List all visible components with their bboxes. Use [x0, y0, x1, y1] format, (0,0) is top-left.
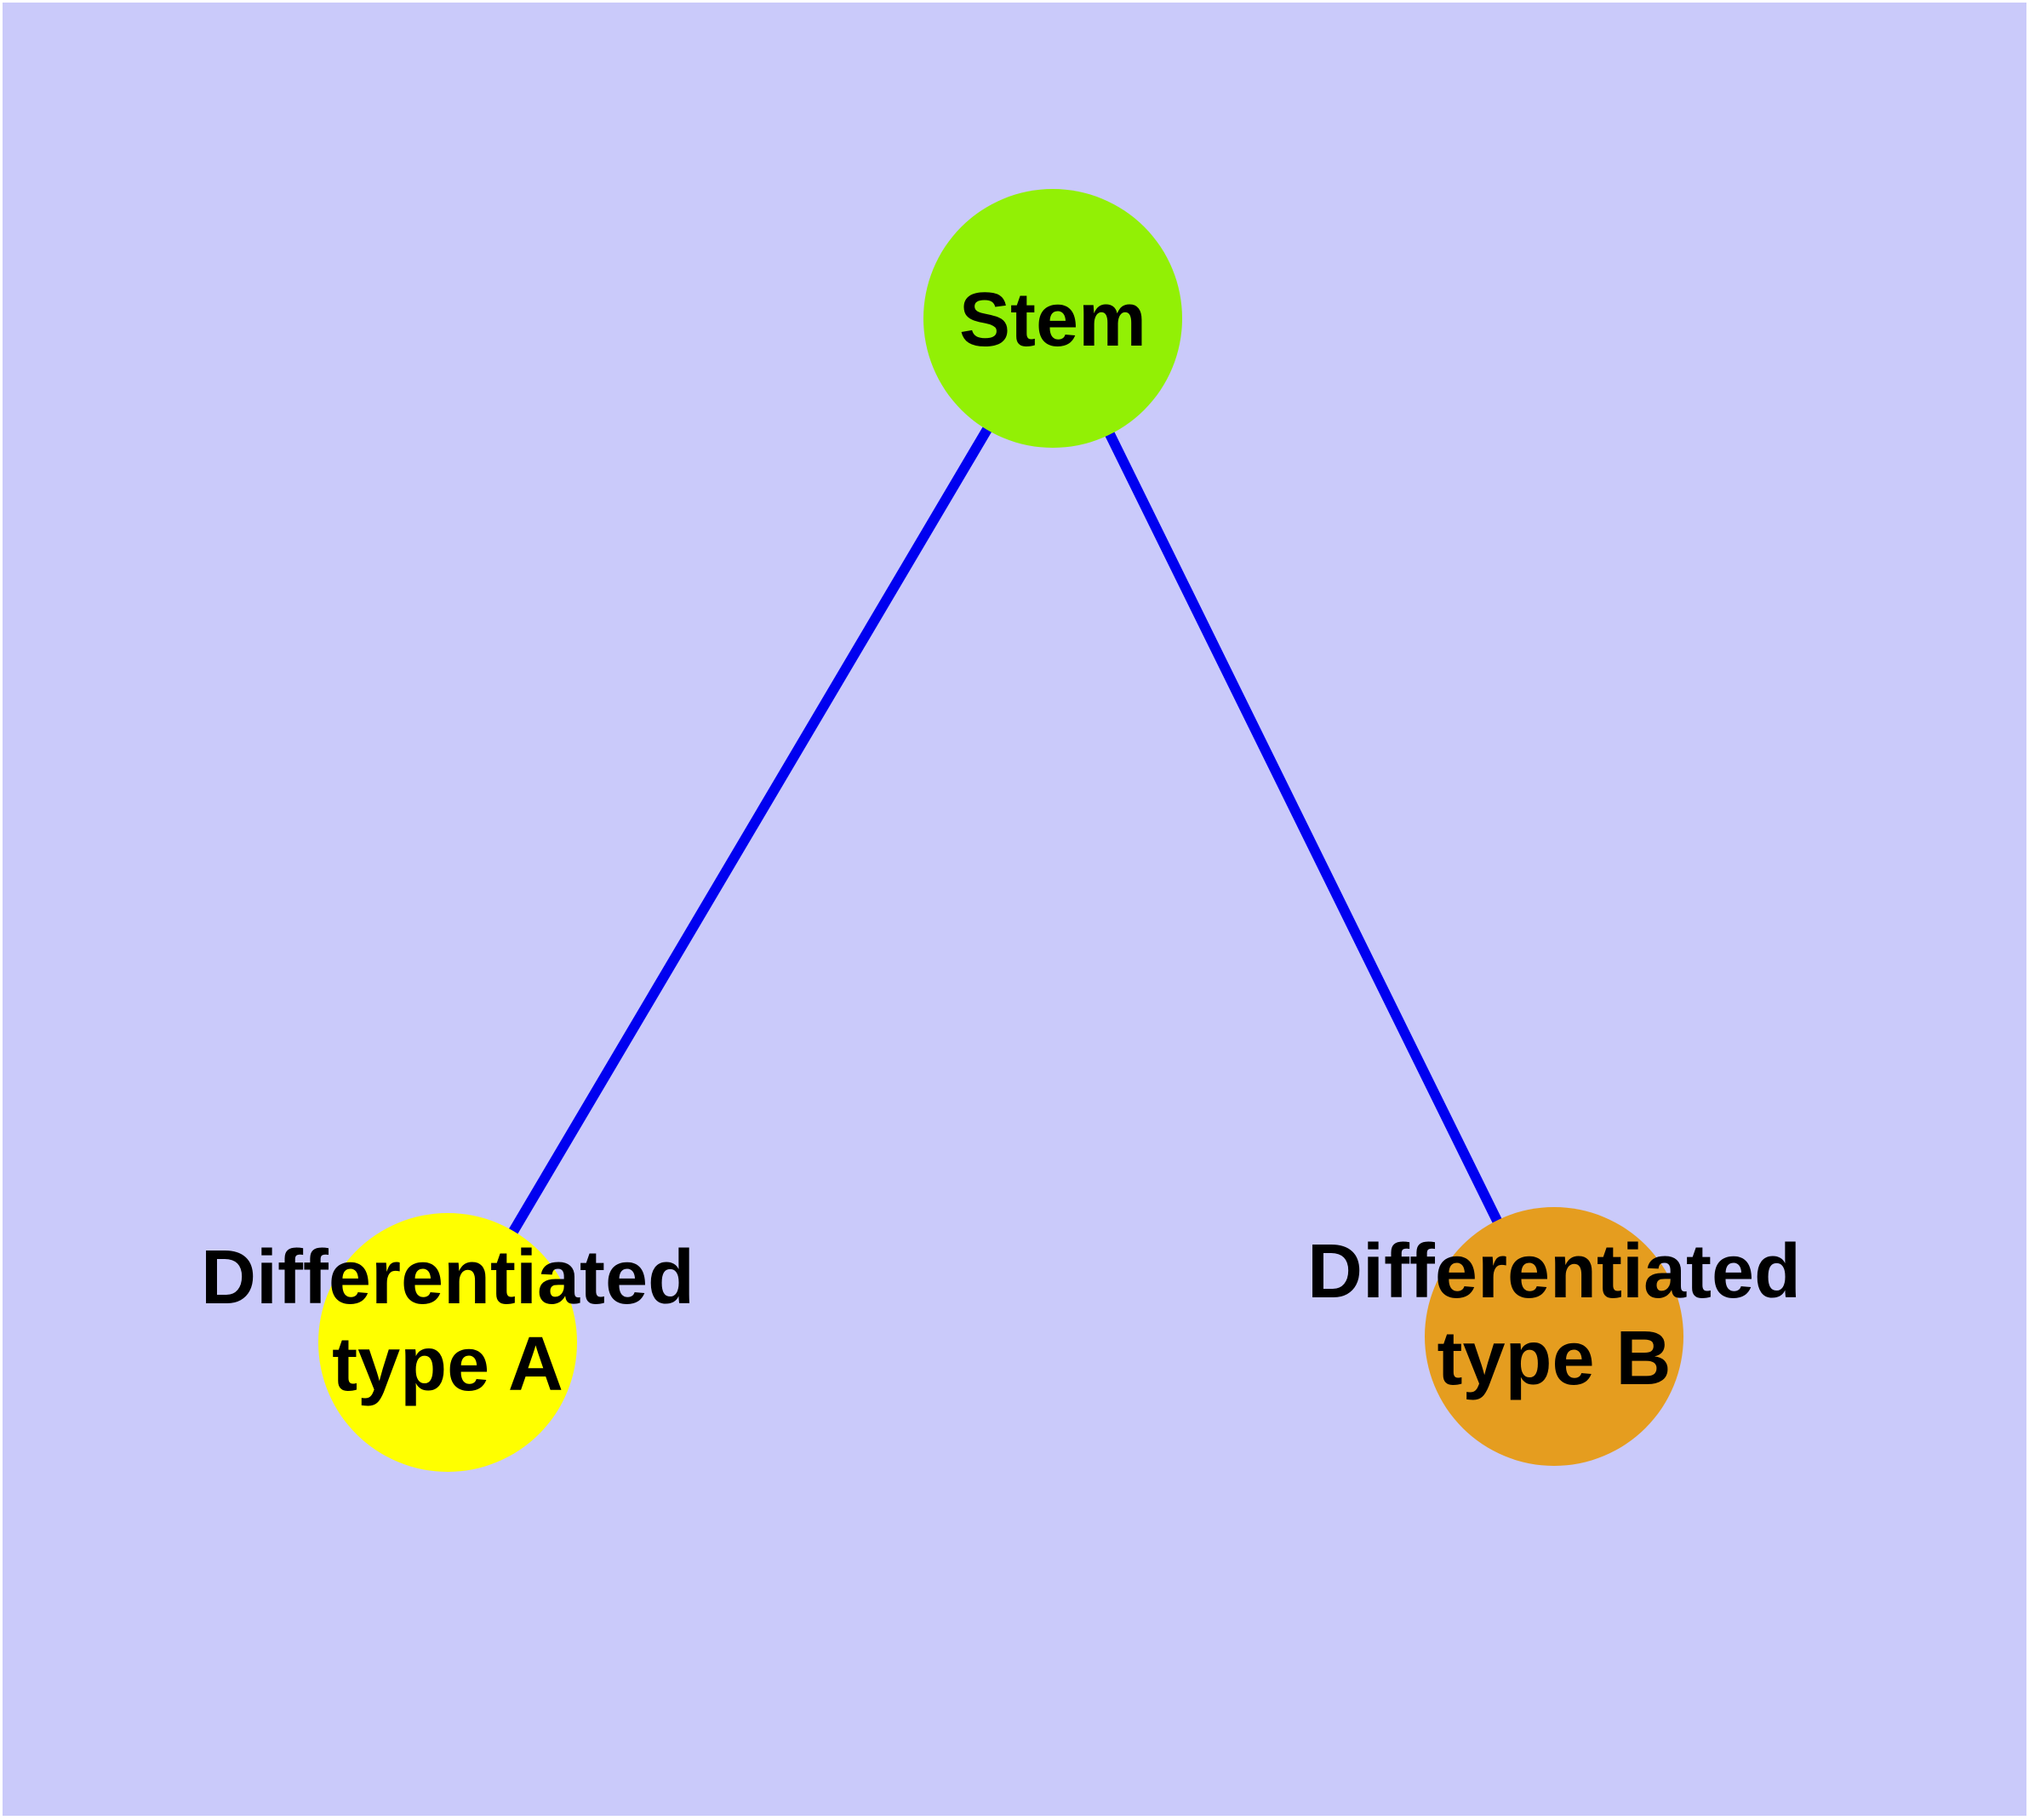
node-differentiated-type-a[interactable] — [318, 1213, 577, 1472]
edge-stem-to-type-b — [1048, 316, 1559, 1339]
edge-stem-to-type-a — [443, 315, 1058, 1346]
node-label-type-b-line2: type B — [1437, 1316, 1671, 1401]
node-label-type-a-line2: type A — [332, 1322, 563, 1407]
node-label-type-b-line1: Differentiated — [1307, 1229, 1801, 1314]
node-label-type-a-line1: Differentiated — [201, 1235, 694, 1320]
node-stem[interactable] — [923, 189, 1182, 448]
node-differentiated-type-b[interactable] — [1425, 1207, 1683, 1466]
node-label-stem: Stem — [959, 278, 1146, 363]
